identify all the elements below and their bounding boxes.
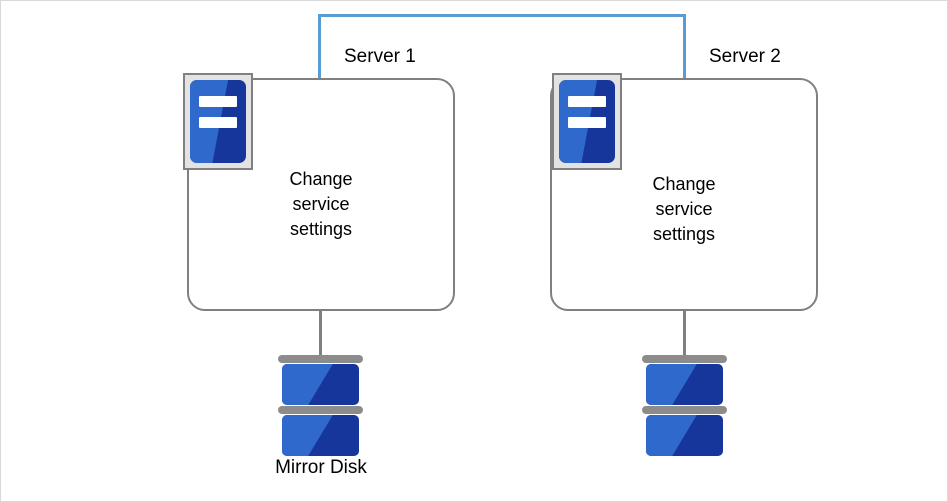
disk-block-1-highlight bbox=[646, 364, 697, 405]
mirror-disk-icon bbox=[642, 355, 727, 460]
disk-bar-middle bbox=[278, 406, 363, 414]
server-icon bbox=[552, 73, 622, 170]
disk-block-1 bbox=[282, 364, 359, 405]
server-icon-bar-1 bbox=[568, 96, 606, 107]
server-1-label: Server 1 bbox=[344, 46, 416, 67]
disk-block-2 bbox=[646, 415, 723, 456]
disk-block-1 bbox=[646, 364, 723, 405]
disk-block-2 bbox=[282, 415, 359, 456]
mirror-disk-icon bbox=[278, 355, 363, 460]
interconnect-right-segment bbox=[683, 14, 686, 79]
mirror-disk-label: Mirror Disk bbox=[275, 457, 367, 478]
server-1-box-line-1: Change bbox=[289, 169, 353, 189]
server-icon-body bbox=[190, 80, 246, 163]
disk-block-2-highlight bbox=[646, 415, 697, 456]
interconnect-top-segment bbox=[318, 14, 686, 17]
disk-bar-middle bbox=[642, 406, 727, 414]
server-1-box-line-3: settings bbox=[289, 219, 353, 239]
interconnect-left-segment bbox=[318, 14, 321, 79]
disk-bar-top bbox=[278, 355, 363, 363]
server-2-box-line-1: Change bbox=[652, 174, 716, 194]
server-icon-bar-2 bbox=[568, 117, 606, 128]
server-icon-body bbox=[559, 80, 615, 163]
server-icon-bar-2 bbox=[199, 117, 237, 128]
server-2-disk-link bbox=[683, 311, 686, 359]
server-icon-bar-1 bbox=[199, 96, 237, 107]
server-icon bbox=[183, 73, 253, 170]
disk-bar-top bbox=[642, 355, 727, 363]
server-2-box-line-3: settings bbox=[652, 224, 716, 244]
server-2-box-line-2: service bbox=[655, 199, 713, 219]
server-2-label: Server 2 bbox=[709, 46, 781, 67]
disk-block-2-highlight bbox=[282, 415, 333, 456]
disk-block-1-highlight bbox=[282, 364, 333, 405]
server-1-disk-link bbox=[319, 311, 322, 359]
server-1-box-line-2: service bbox=[292, 194, 350, 214]
